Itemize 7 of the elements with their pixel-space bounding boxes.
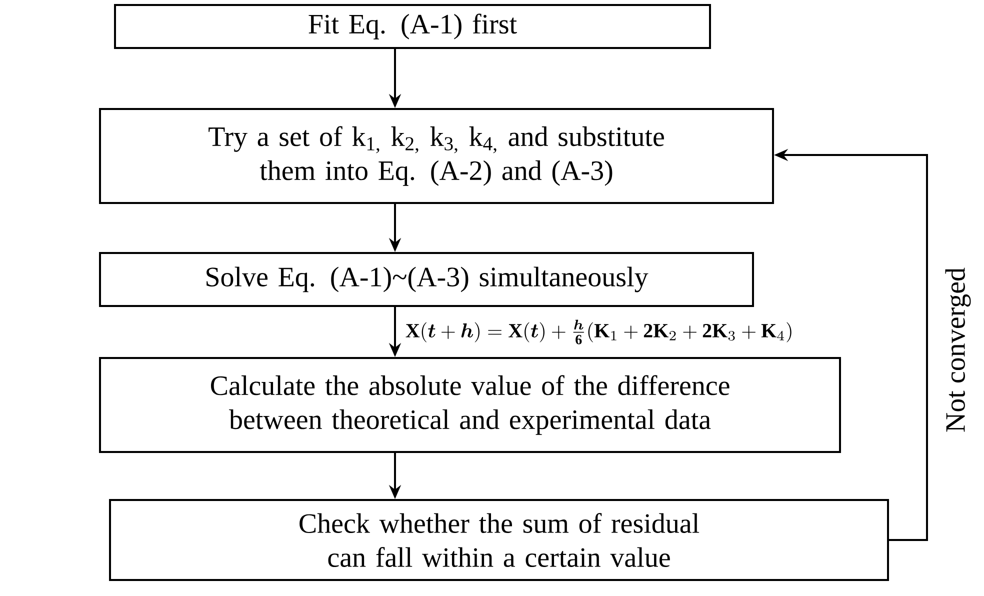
process-box: Check whether the sum of residual can fall within a certain value — [109, 499, 889, 581]
process-box: Fit Eq. (A-1) first — [114, 4, 711, 49]
edge-label: Not converged — [943, 265, 973, 435]
process-box: Calculate the absolute value of the difference between theoretical and experimental data — [99, 357, 841, 453]
process-box: Solve Eq. (A-1)~(A-3) simultaneously — [99, 252, 754, 307]
edge-label: $\mathbf{X}(\boldsymbol{t}+\boldsymbol{h}) = \mathbf{X}(\boldsymbol{t}) + \frac{\boldsymbol{h}}{\mathbf{6}}(\mathbf{K}_1 + \mathbf{2K}_2 + \mathbf{2K}_3 + \mathbf{K}_4)$ — [403, 318, 796, 346]
process-box: Try a set of k$_{1,}$ k$_{2,}$ k$_{3,}$ k$_{4,}$ and substitute them into Eq. (A-2) and (A-3) — [99, 108, 774, 204]
